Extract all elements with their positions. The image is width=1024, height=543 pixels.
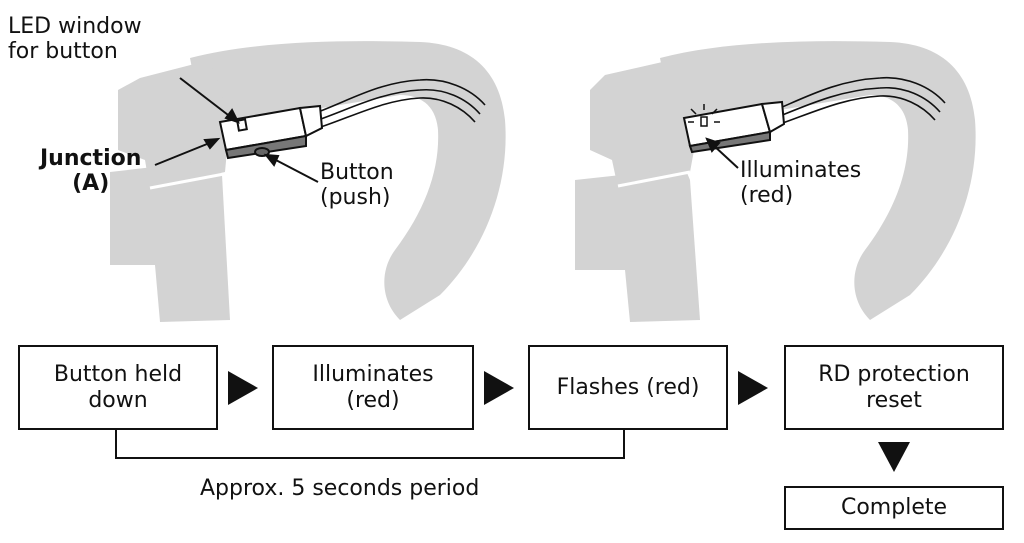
step-illuminates-red: Illuminates (red): [272, 345, 474, 430]
left-handlebar: [110, 41, 506, 322]
left-cables: [317, 78, 486, 129]
step-rd-protection-reset: RD protection reset: [784, 345, 1004, 430]
led-glow-icon: [688, 104, 720, 127]
flow-arrow-3-icon: [738, 371, 768, 405]
flow-arrow-2-icon: [484, 371, 514, 405]
left-leader-lines: [154, 77, 319, 183]
period-note: Approx. 5 seconds period: [200, 476, 480, 501]
junction-a-body: [218, 104, 324, 160]
junction-a-label: Junction (A): [40, 146, 142, 196]
handlebar-illustration: [110, 41, 976, 322]
led-window-label: LED window for button: [8, 14, 142, 64]
right-leader-line: [705, 137, 739, 169]
flow-arrow-down-icon: [878, 442, 910, 472]
button-push-label: Button (push): [320, 160, 394, 210]
step-flashes-red: Flashes (red): [528, 345, 728, 430]
step-button-held-down: Button held down: [18, 345, 218, 430]
flow-arrow-1-icon: [228, 371, 258, 405]
illuminates-red-label: Illuminates (red): [740, 158, 862, 208]
step-complete: Complete: [784, 486, 1004, 530]
period-bracket: [115, 428, 625, 459]
right-cables: [779, 76, 946, 125]
